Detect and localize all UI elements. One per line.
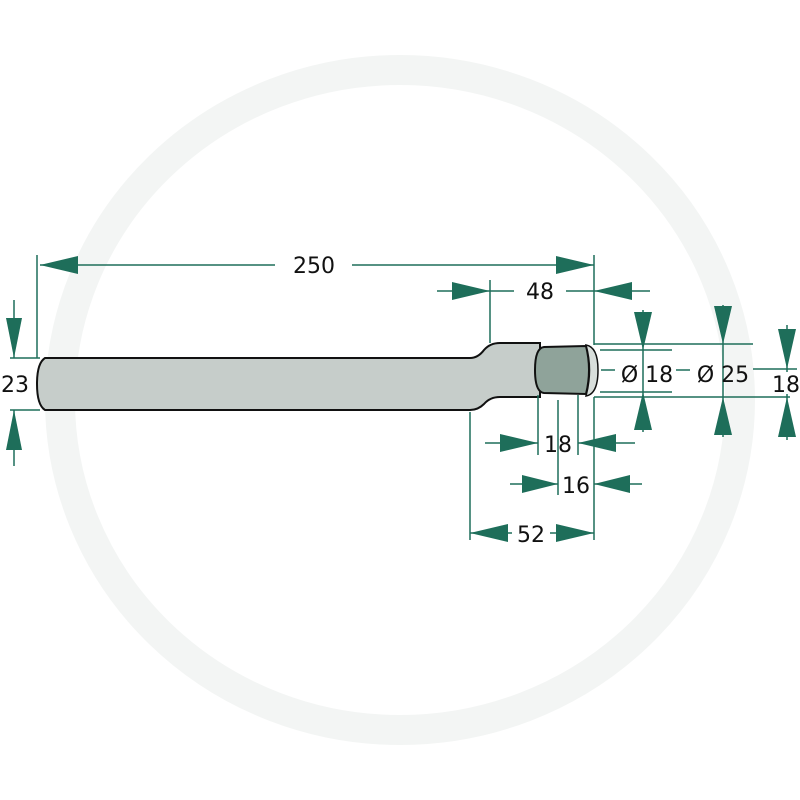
pin-part (35, 342, 599, 411)
dim-48-label: 48 (526, 280, 554, 305)
dim-250-label: 250 (293, 254, 335, 279)
dim-52-label: 52 (517, 523, 545, 548)
dimension-250: 250 (36, 254, 595, 358)
shaft (35, 342, 541, 411)
dim-dia18-label: Ø 18 (621, 363, 673, 388)
dim-dia25-label: Ø 25 (697, 363, 749, 388)
dimension-48: 48 (437, 280, 650, 343)
dimension-52: 52 (469, 412, 594, 548)
end-chamfer (584, 344, 599, 397)
dim-16-label: 16 (562, 474, 590, 499)
pin-end (533, 344, 590, 396)
dim-23-label: 23 (1, 373, 29, 398)
dimension-23: 23 (1, 300, 40, 466)
dimension-18-bottom: 18 (485, 395, 635, 458)
dimension-dia-25: Ø 25 (594, 305, 790, 437)
dimension-dia-18: Ø 18 (600, 310, 673, 432)
dimension-16: 16 (510, 397, 642, 540)
dim-18-right-label: 18 (772, 373, 800, 398)
dimension-18-right: 18 (753, 325, 800, 440)
